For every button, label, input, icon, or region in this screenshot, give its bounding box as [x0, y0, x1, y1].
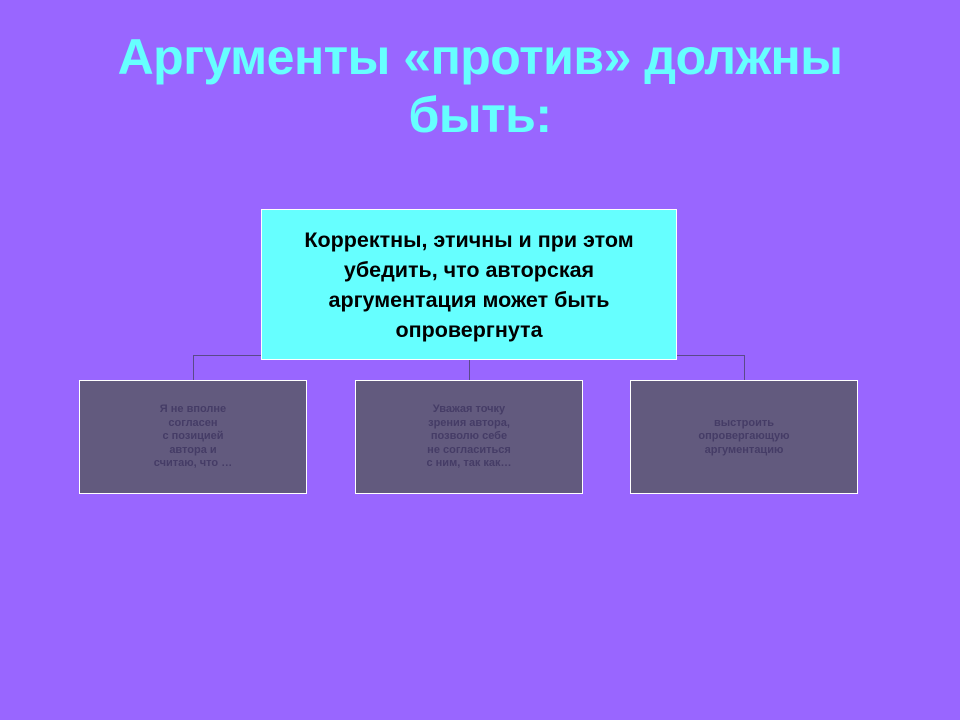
child-box-text: выстроить опровергающую аргументацию [698, 416, 790, 456]
child-box-text: Я не вполне согласен с позицией автора и… [153, 403, 233, 470]
connector-left [193, 355, 194, 380]
diagram-root-box: Корректны, этичны и при этом убедить, чт… [261, 209, 677, 360]
diagram-child-box-3: выстроить опровергающую аргументацию [630, 380, 858, 494]
root-box-text: Корректны, этичны и при этом убедить, чт… [304, 227, 634, 342]
slide-title: Аргументы «против» должны быть: [117, 29, 843, 143]
connector-middle [469, 360, 470, 380]
child-box-text: Уважая точку зрения автора, позволю себе… [426, 403, 512, 470]
diagram-child-box-1: Я не вполне согласен с позицией автора и… [79, 380, 307, 494]
diagram-child-box-2: Уважая точку зрения автора, позволю себе… [355, 380, 583, 494]
connector-right [744, 355, 745, 380]
